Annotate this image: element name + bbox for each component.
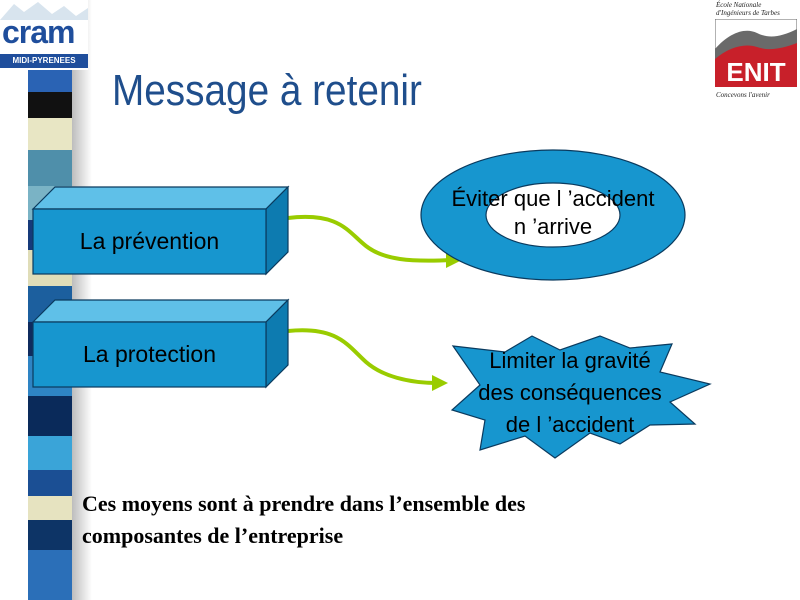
cram-logo-bar	[0, 54, 88, 68]
footer-note: Ces moyens sont à prendre dans l’ensembl…	[82, 488, 682, 552]
box-protection	[31, 298, 290, 389]
starburst-protection-outcome	[450, 335, 712, 459]
outcome-protection-line2: des conséquences	[478, 380, 662, 405]
outcome-protection-line1: Limiter la gravité	[489, 348, 651, 373]
arrowhead-protection	[432, 375, 448, 391]
outcome-prevention-text: Éviter que l ’accident n ’arrive	[413, 185, 693, 241]
page-title: Message à retenir	[112, 66, 422, 115]
cram-logo-subtitle: MIDI-PYRENEES	[12, 56, 76, 65]
box-prevention	[31, 185, 290, 276]
enit-school-line1: École Nationale	[716, 1, 762, 9]
enit-logo: École Nationale d'Ingénieurs de Tarbes E…	[712, 0, 800, 104]
enit-school-line2: d'Ingénieurs de Tarbes	[716, 9, 780, 17]
outcome-protection-text: Limiter la gravité des conséquences de l…	[440, 345, 700, 441]
enit-logo-text: ENIT	[726, 57, 785, 87]
label-prevention: La prévention	[79, 228, 220, 254]
connector-prevention	[287, 214, 453, 263]
outcome-protection-line3: de l ’accident	[505, 412, 635, 437]
footer-note-line1: Ces moyens sont à prendre dans l’ensembl…	[82, 491, 526, 516]
cram-logo: cram MIDI-PYRENEES	[0, 0, 88, 70]
enit-emblem-icon: ENIT	[715, 19, 797, 87]
donut-prevention-outcome	[420, 149, 686, 281]
footer-note-line2: composantes de l’entreprise	[82, 523, 344, 548]
label-protection: La protection	[83, 341, 216, 367]
outcome-prevention-line2: n ’arrive	[513, 214, 593, 239]
mountain-icon	[0, 2, 88, 20]
enit-slogan: Concevons l'avenir	[716, 91, 770, 99]
connector-protection	[287, 328, 439, 385]
outcome-prevention-line1: Éviter que l ’accident	[451, 186, 655, 211]
cram-logo-text: cram	[2, 14, 75, 50]
